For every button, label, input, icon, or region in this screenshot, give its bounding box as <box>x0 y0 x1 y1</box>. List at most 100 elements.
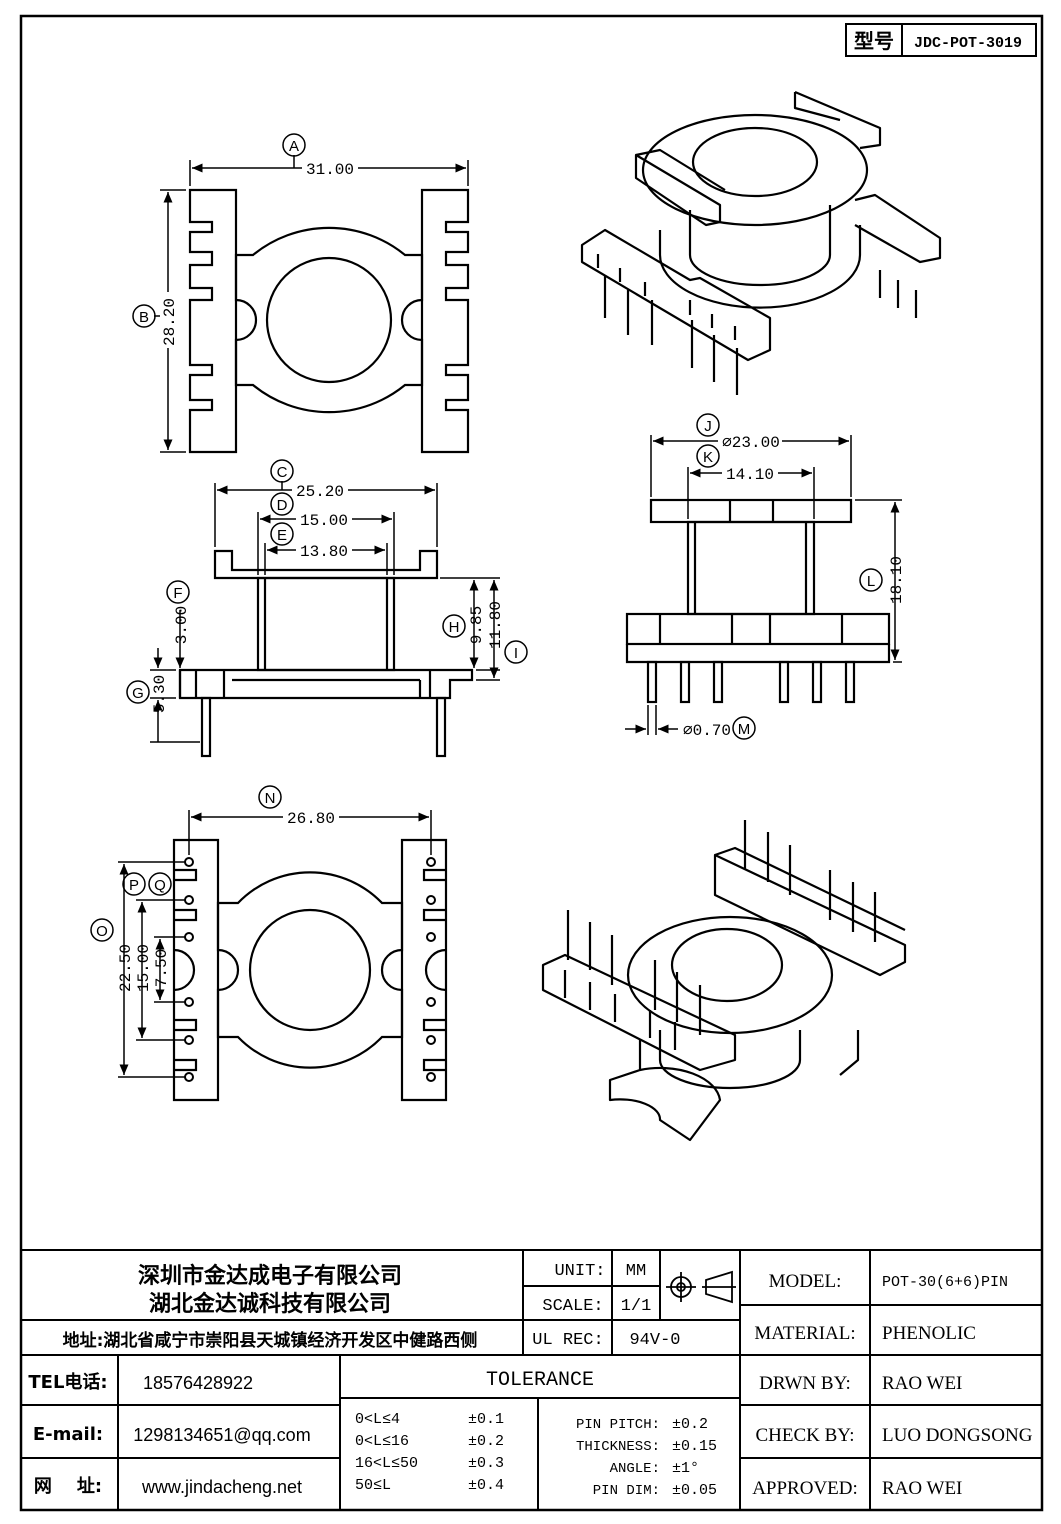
type-value: JDC-POT-3019 <box>914 35 1022 52</box>
dim-H-letter: H <box>449 619 460 636</box>
dim-C-value: 25.20 <box>296 483 344 501</box>
dim-A-value: 31.00 <box>306 161 354 179</box>
type-label: 型号 <box>854 29 894 53</box>
title-block-grid <box>20 1249 1042 1510</box>
dim-P-value: 15.00 <box>135 944 153 992</box>
dim-F-value: 3.00 <box>173 606 191 644</box>
pin-tol-label: THICKNESS: <box>576 1439 660 1455</box>
tol-value: ±0.4 <box>468 1477 504 1494</box>
tol-range: 0<L≤4 <box>355 1411 400 1428</box>
web-label: 网 址: <box>34 1476 102 1497</box>
dim-M-letter: M <box>738 721 751 738</box>
email-value: 1298134651@qq.com <box>133 1425 310 1445</box>
ulrec-label: UL REC: <box>532 1331 603 1350</box>
dim-K <box>687 444 815 519</box>
tol-range: 50≤L <box>355 1477 391 1494</box>
dim-K-value: 14.10 <box>726 466 774 484</box>
model-label: MODEL: <box>769 1271 842 1292</box>
dim-O-letter: O <box>96 923 108 940</box>
dim-E-letter: E <box>277 527 287 544</box>
pin-tol-label: ANGLE: <box>610 1461 660 1477</box>
material-label: MATERIAL: <box>754 1323 855 1344</box>
drawn-value: RAO WEI <box>882 1373 962 1394</box>
dim-J-value: ⌀23.00 <box>722 434 780 452</box>
dim-J <box>650 413 852 497</box>
pin-tol-value: ±1° <box>672 1460 699 1477</box>
dim-M <box>625 705 756 740</box>
dim-O-value: 22.50 <box>117 944 135 992</box>
dim-I-value: 11.80 <box>487 601 505 649</box>
company-name-2: 湖北金达诚科技有限公司 <box>149 1291 391 1317</box>
dim-D-value: 15.00 <box>300 512 348 530</box>
top-view <box>188 188 470 454</box>
dim-L <box>855 499 902 663</box>
approved-label: APPROVED: <box>752 1478 858 1499</box>
check-value: LUO DONGSONG <box>882 1425 1033 1446</box>
dim-G <box>126 648 200 743</box>
company-address: 地址:湖北省咸宁市崇阳县天城镇经济开发区中健路西侧 <box>63 1330 478 1351</box>
dim-Q-value: 7.50 <box>153 949 171 987</box>
bottom-view <box>172 838 448 1102</box>
bottom-pins <box>184 857 436 1082</box>
web-value: www.jindacheng.net <box>141 1477 302 1497</box>
model-value: POT-30(6+6)PIN <box>882 1274 1008 1291</box>
tol-range: 16<L≤50 <box>355 1455 418 1472</box>
pin-tol-value: ±0.05 <box>672 1482 717 1499</box>
dim-G-letter: G <box>132 685 144 702</box>
tol-value: ±0.2 <box>468 1433 504 1450</box>
approved-value: RAO WEI <box>882 1478 962 1499</box>
dim-K-letter: K <box>703 449 713 466</box>
scale-label: SCALE: <box>542 1297 603 1316</box>
dim-H-value: 9.85 <box>468 606 486 644</box>
dim-O-P-Q <box>90 861 185 1078</box>
projection-symbol <box>666 1270 736 1304</box>
sheet-border <box>19 14 1044 1512</box>
dim-P-letter: P <box>129 877 139 894</box>
ulrec-value: 94V-0 <box>629 1331 680 1350</box>
front-view <box>178 549 474 758</box>
dim-N-letter: N <box>265 790 276 807</box>
dim-F-letter: F <box>173 585 182 602</box>
dim-A-letter: A <box>289 138 299 155</box>
tel-value: 18576428922 <box>143 1373 253 1393</box>
dim-F <box>150 580 190 699</box>
dim-L-value: 18.10 <box>888 556 906 604</box>
email-label: E-mail: <box>33 1424 103 1445</box>
dim-N-value: 26.80 <box>287 810 335 828</box>
pin-tol-label: PIN PITCH: <box>576 1417 660 1433</box>
dim-E-value: 13.80 <box>300 543 348 561</box>
dim-C-letter: C <box>277 464 288 481</box>
pin-tol-value: ±0.15 <box>672 1438 717 1455</box>
dim-I-letter: I <box>514 645 518 662</box>
tol-value: ±0.1 <box>468 1411 504 1428</box>
dim-D-letter: D <box>277 497 288 514</box>
dim-L-letter: L <box>867 573 875 590</box>
pin-tol-value: ±0.2 <box>672 1416 708 1433</box>
dim-B-letter: B <box>139 309 149 326</box>
isometric-view-top <box>580 90 942 395</box>
type-box <box>845 23 1037 57</box>
material-value: PHENOLIC <box>882 1323 976 1344</box>
scale-value: 1/1 <box>621 1297 652 1316</box>
check-label: CHECK BY: <box>755 1425 854 1446</box>
tol-value: ±0.3 <box>468 1455 504 1472</box>
side-view <box>625 498 891 704</box>
company-name-1: 深圳市金达成电子有限公司 <box>138 1263 402 1289</box>
pin-tol-label: PIN DIM: <box>593 1483 660 1499</box>
dim-C <box>214 459 438 547</box>
dim-J-letter: J <box>704 418 712 435</box>
tel-label: TEL电话: <box>28 1371 107 1393</box>
dim-H-I <box>440 577 528 681</box>
dim-B-value: 28.20 <box>161 298 179 346</box>
tolerance-table: 0<L≤4 ±0.1 0<L≤16 ±0.2 16<L≤50 ±0.3 50≤L… <box>355 1411 504 1494</box>
dim-M-value: ⌀0.70 <box>683 722 731 740</box>
tolerance-title: TOLERANCE <box>486 1369 594 1392</box>
unit-value: MM <box>626 1262 646 1281</box>
pin-tolerance-table: PIN PITCH: ±0.2 THICKNESS: ±0.15 ANGLE: … <box>576 1416 717 1499</box>
isometric-view-bottom <box>541 820 907 1142</box>
dim-Q-letter: Q <box>154 877 166 894</box>
tol-range: 0<L≤16 <box>355 1433 409 1450</box>
dim-G-value: 5.30 <box>151 675 169 713</box>
drawn-label: DRWN BY: <box>759 1373 851 1394</box>
